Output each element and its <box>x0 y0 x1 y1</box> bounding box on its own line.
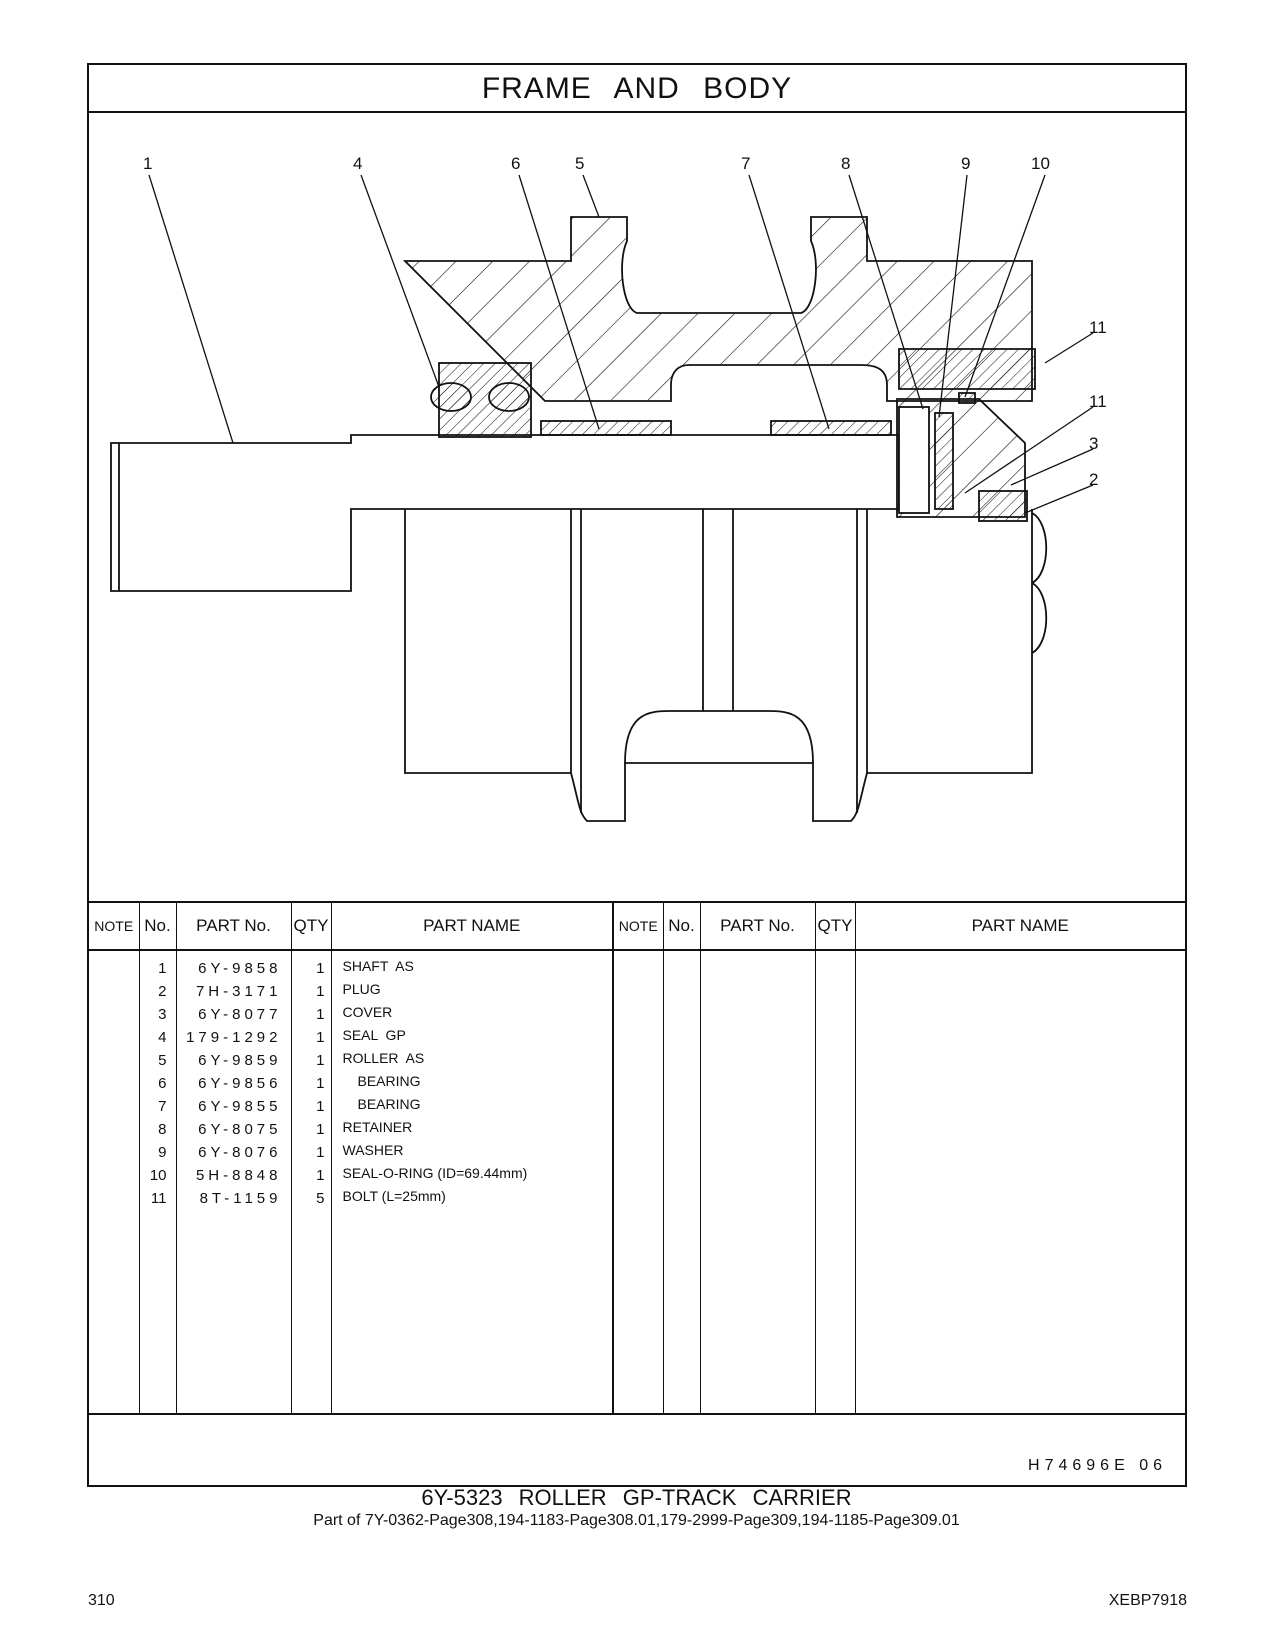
table-header-row: NOTE No. PART No. QTY PART NAME NOTE No.… <box>89 903 1185 951</box>
row-no: 6 <box>158 1075 167 1092</box>
header-part-no-right: PART No. <box>700 903 816 951</box>
qty-column: 1 1 1 1 1 1 1 1 1 1 5 <box>291 950 332 1413</box>
row-part-no: 6Y-8076 <box>198 1144 282 1161</box>
header-part-name: PART NAME <box>331 903 614 951</box>
part-no-column-right <box>700 950 816 1413</box>
row-part-name: COVER <box>342 1004 393 1020</box>
row-part-no: 8T-1159 <box>199 1190 282 1207</box>
row-no: 9 <box>158 1144 167 1161</box>
table-body: 1 2 3 4 5 6 7 8 9 10 11 6Y-9858 7H <box>89 950 1185 1413</box>
row-part-no: 6Y-8077 <box>198 1006 282 1023</box>
row-part-no: 6Y-9855 <box>198 1098 282 1115</box>
page-number: 310 <box>88 1592 115 1609</box>
parts-list: NOTE No. PART No. QTY PART NAME NOTE No.… <box>89 901 1185 1413</box>
row-qty: 1 <box>316 1029 325 1046</box>
roller-body-outline <box>110 216 1048 822</box>
row-qty: 1 <box>316 1144 325 1161</box>
row-qty: 5 <box>316 1190 325 1207</box>
assembly-title: 6Y-5323 ROLLER GP-TRACK CARRIER <box>421 1485 852 1510</box>
row-qty: 1 <box>316 983 325 1000</box>
note-column <box>89 950 140 1413</box>
row-qty: 1 <box>316 1006 325 1023</box>
exploded-cross-section-drawing: 1 4 6 5 7 8 9 10 11 11 3 2 <box>89 113 1185 901</box>
row-part-no: 7H-3171 <box>195 983 282 1000</box>
callout-label: 2 <box>1089 470 1098 489</box>
illustration-footer: H74696E 06 <box>89 1413 1185 1485</box>
row-part-name: SEAL-O-RING (ID=69.44mm) <box>342 1165 528 1181</box>
callout-label: 10 <box>1031 154 1050 173</box>
header-part-name-right: PART NAME <box>855 903 1185 951</box>
header-note: NOTE <box>89 903 140 951</box>
header-note-right: NOTE <box>613 903 664 951</box>
part-name-column: SHAFT AS PLUG COVER SEAL GP ROLLER AS BE… <box>331 950 614 1413</box>
header-qty: QTY <box>291 903 332 951</box>
callout-label: 1 <box>143 154 152 173</box>
callout-label: 5 <box>575 154 584 173</box>
row-no: 5 <box>158 1052 167 1069</box>
row-part-no: 5H-8848 <box>195 1167 282 1184</box>
row-no: 10 <box>149 1167 167 1184</box>
callout-label: 8 <box>841 154 850 173</box>
row-qty: 1 <box>316 1075 325 1092</box>
header-no-right: No. <box>663 903 701 951</box>
section-title: FRAME AND BODY <box>89 65 1185 113</box>
row-part-name: SEAL GP <box>342 1027 406 1043</box>
row-no: 7 <box>158 1098 167 1115</box>
assembly-references: Part of 7Y-0362-Page308,194-1183-Page308… <box>313 1512 960 1529</box>
row-no: 11 <box>150 1190 167 1207</box>
row-part-name: BEARING <box>357 1096 421 1112</box>
row-qty: 1 <box>316 1052 325 1069</box>
illustration-code: H74696E 06 <box>1028 1457 1167 1474</box>
row-part-no: 179-1292 <box>186 1029 282 1046</box>
no-column-right <box>663 950 701 1413</box>
row-no: 8 <box>158 1121 167 1138</box>
row-qty: 1 <box>316 960 325 977</box>
callout-label: 7 <box>741 154 750 173</box>
row-part-no: 6Y-8075 <box>198 1121 282 1138</box>
callout-numbers: 1 4 6 5 7 8 9 10 11 11 3 2 <box>143 154 1107 489</box>
row-part-no: 6Y-9859 <box>198 1052 282 1069</box>
callout-label: 11 <box>1089 318 1107 337</box>
row-part-name: SHAFT AS <box>342 958 414 974</box>
leader-lines <box>148 174 1094 514</box>
header-part-no: PART No. <box>176 903 292 951</box>
row-qty: 1 <box>316 1167 325 1184</box>
qty-column-right <box>815 950 856 1413</box>
row-part-name: BOLT (L=25mm) <box>342 1188 446 1204</box>
row-part-no: 6Y-9858 <box>198 960 282 977</box>
row-no: 1 <box>158 960 167 977</box>
document-code: XEBP7918 <box>1108 1592 1187 1609</box>
row-no: 2 <box>158 983 167 1000</box>
row-qty: 1 <box>316 1121 325 1138</box>
parts-page-frame: FRAME AND BODY <box>87 63 1187 1487</box>
callout-label: 3 <box>1089 434 1098 453</box>
no-column: 1 2 3 4 5 6 7 8 9 10 11 <box>139 950 177 1413</box>
part-no-column: 6Y-9858 7H-3171 6Y-8077 179-1292 6Y-9859… <box>176 950 292 1413</box>
row-part-no: 6Y-9856 <box>198 1075 282 1092</box>
row-part-name: WASHER <box>342 1142 404 1158</box>
row-no: 4 <box>158 1029 167 1046</box>
row-part-name: BEARING <box>357 1073 421 1089</box>
parts-table: NOTE No. PART No. QTY PART NAME NOTE No.… <box>89 903 1185 1413</box>
row-qty: 1 <box>316 1098 325 1115</box>
row-no: 3 <box>158 1006 167 1023</box>
row-part-name: ROLLER AS <box>342 1050 425 1066</box>
part-name-column-right <box>855 950 1185 1413</box>
note-column-right <box>613 950 664 1413</box>
callout-label: 11 <box>1089 392 1107 411</box>
row-part-name: RETAINER <box>342 1119 413 1135</box>
row-part-name: PLUG <box>342 981 381 997</box>
callout-label: 9 <box>961 154 970 173</box>
roller-drawing-svg: 1 4 6 5 7 8 9 10 11 11 3 2 <box>110 154 1107 822</box>
callout-label: 6 <box>511 154 520 173</box>
callout-label: 4 <box>353 154 362 173</box>
header-qty-right: QTY <box>815 903 856 951</box>
header-no: No. <box>139 903 177 951</box>
